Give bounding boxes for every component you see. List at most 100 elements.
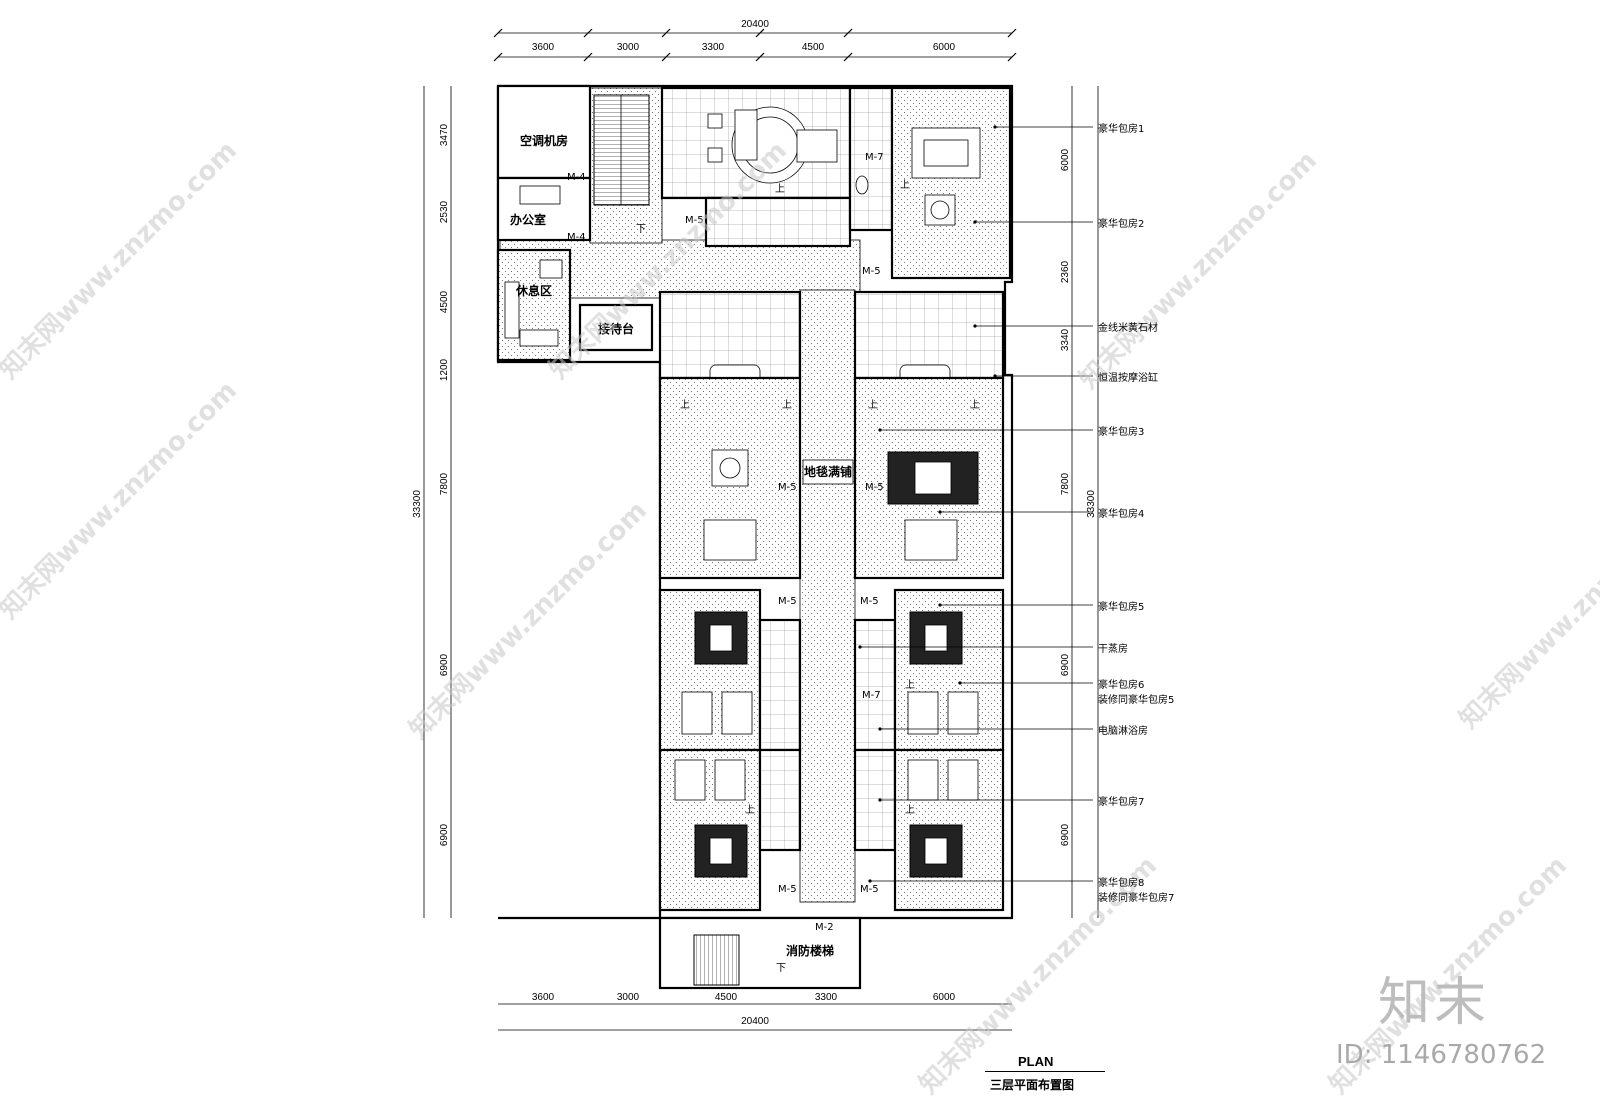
up-mark: 上 bbox=[905, 804, 915, 816]
watermark-text: 知末网www.znzmo.com bbox=[0, 376, 243, 625]
dim-left-seg: 3470 bbox=[439, 123, 450, 146]
luxury-room-5: M-5 M-7 bbox=[658, 588, 797, 752]
dim-top-seg: 3000 bbox=[617, 42, 640, 53]
door-mark: M-4 bbox=[567, 232, 586, 243]
callout-label: 电脑淋浴房 bbox=[1098, 726, 1148, 737]
bath-top-right: M-7 bbox=[848, 86, 894, 232]
dim-tick bbox=[661, 52, 671, 62]
callout-label: 干蒸房 bbox=[1098, 644, 1128, 655]
dim-tick bbox=[843, 28, 853, 38]
dim-bottom-seg: 3300 bbox=[815, 992, 838, 1003]
brand-watermark: 知末 bbox=[1378, 973, 1491, 1033]
lounge-label: 休息区 bbox=[515, 283, 552, 298]
callout-label: 豪华包房2 bbox=[1098, 219, 1145, 230]
callout-dot bbox=[938, 510, 942, 514]
callout-label: 金线米黄石材 bbox=[1098, 323, 1158, 334]
dim-tick bbox=[661, 28, 671, 38]
luxury-room-4: 上 上 M-5 bbox=[853, 290, 1005, 580]
callout-dot bbox=[993, 374, 997, 378]
dim-left-seg: 4500 bbox=[439, 290, 450, 313]
dim-bottom-seg: 3600 bbox=[532, 992, 555, 1003]
watermark-text: 知末网www.znzmo.com bbox=[1454, 486, 1600, 735]
door-mark: M-5 bbox=[685, 215, 704, 226]
dimension-top: 20400 3600 3000 3300 4500 6000 bbox=[493, 19, 1017, 62]
up-mark: 上 bbox=[775, 183, 785, 195]
callout-label: 装修同豪华包房5 bbox=[1098, 695, 1175, 706]
dim-top-seg: 3300 bbox=[702, 42, 725, 53]
dim-left-total: 33300 bbox=[412, 490, 423, 518]
callout-dot bbox=[973, 324, 977, 328]
dim-right-seg: 3340 bbox=[1060, 328, 1071, 351]
dim-left-seg: 2530 bbox=[439, 200, 450, 223]
up-mark: 上 bbox=[970, 399, 980, 411]
dim-left-seg: 6900 bbox=[439, 653, 450, 676]
stair-down-mark: 下 bbox=[636, 224, 646, 235]
dim-tick bbox=[583, 52, 593, 62]
dim-bottom-seg: 6000 bbox=[933, 992, 956, 1003]
door-mark: M-5 bbox=[865, 482, 884, 493]
dim-right-seg: 6900 bbox=[1060, 653, 1071, 676]
dim-bottom-seg: 4500 bbox=[715, 992, 738, 1003]
callout-dot bbox=[993, 125, 997, 129]
reception-label: 接待台 bbox=[598, 321, 634, 336]
dim-right-seg: 7800 bbox=[1060, 472, 1071, 495]
dim-right-seg: 6900 bbox=[1060, 823, 1071, 846]
luxury-room-8: 上 M-5 bbox=[860, 748, 1005, 912]
fire-stair-label: 消防楼梯 bbox=[786, 943, 834, 958]
door-mark: M-5 bbox=[860, 884, 879, 895]
plan-title: PLAN bbox=[1018, 1054, 1054, 1069]
door-mark: M-5 bbox=[862, 266, 881, 277]
door-mark: M-5 bbox=[778, 482, 797, 493]
callout-dot bbox=[958, 681, 962, 685]
callout-label: 豪华包房3 bbox=[1098, 427, 1145, 438]
luxury-room-7: 上 M-7 M-5 bbox=[658, 748, 797, 912]
up-mark: 上 bbox=[782, 399, 792, 411]
dim-left-seg: 6900 bbox=[439, 823, 450, 846]
sauna-left bbox=[758, 618, 802, 752]
dim-bottom-seg: 3000 bbox=[617, 992, 640, 1003]
callout-dot bbox=[858, 645, 862, 649]
dim-right-seg: 6000 bbox=[1060, 148, 1071, 171]
office: 办公室 M-4 M-4 bbox=[496, 172, 592, 243]
dim-tick bbox=[1007, 52, 1017, 62]
dim-tick bbox=[1007, 28, 1017, 38]
title-underline bbox=[985, 1071, 1105, 1072]
up-mark: 上 bbox=[868, 399, 878, 411]
door-mark: M-5 bbox=[778, 884, 797, 895]
callout-dot bbox=[878, 428, 882, 432]
plan-subtitle: 三层平面布置图 bbox=[990, 1078, 1075, 1092]
door-mark: M-2 bbox=[815, 922, 834, 933]
carpet-label: 地毯满铺 bbox=[804, 464, 852, 479]
dimension-left: 33300 3470 2530 4500 1200 7800 6900 6900 bbox=[412, 86, 452, 918]
callout-label: 恒温按摩浴缸 bbox=[1098, 373, 1158, 384]
reception: 接待台 bbox=[578, 303, 654, 352]
callout-label: 装修同豪华包房7 bbox=[1098, 893, 1175, 904]
luxury-room-1-2: 上 M-5 bbox=[862, 86, 1012, 280]
callout-label: 豪华包房5 bbox=[1098, 602, 1145, 613]
up-mark: 上 bbox=[745, 804, 755, 816]
suite-top-center: 上 M-5 bbox=[660, 86, 852, 248]
dim-right-seg: 2360 bbox=[1060, 260, 1071, 283]
id-watermark: ID: 1146780762 bbox=[1336, 1040, 1547, 1070]
dim-tick bbox=[493, 52, 503, 62]
dim-tick bbox=[843, 52, 853, 62]
dimension-right: 33300 6000 2360 3340 7800 6900 6900 bbox=[1060, 86, 1099, 918]
dim-tick bbox=[493, 28, 503, 38]
callout-label: 豪华包房1 bbox=[1098, 124, 1145, 135]
watermark-text: 知末网www.znzmo.com bbox=[1074, 146, 1323, 395]
callout-dot bbox=[973, 220, 977, 224]
watermark-text: 知末网www.znzmo.com bbox=[404, 496, 653, 745]
door-mark: M-7 bbox=[865, 152, 884, 163]
fire-stair: 消防楼梯 下 M-2 bbox=[658, 916, 862, 990]
central-corridor: 地毯满铺 bbox=[799, 289, 856, 903]
office-label: 办公室 bbox=[510, 212, 546, 227]
callout-dot bbox=[878, 727, 882, 731]
dim-top-seg: 6000 bbox=[933, 42, 956, 53]
callout-label: 豪华包房6 bbox=[1098, 680, 1145, 691]
callout-dot bbox=[868, 879, 872, 883]
dim-right-total: 33300 bbox=[1086, 490, 1097, 518]
up-mark: 上 bbox=[905, 679, 915, 691]
up-mark: 上 bbox=[900, 179, 910, 191]
dim-bottom-total: 20400 bbox=[741, 1016, 769, 1027]
stair-upper: 下 bbox=[593, 94, 650, 235]
